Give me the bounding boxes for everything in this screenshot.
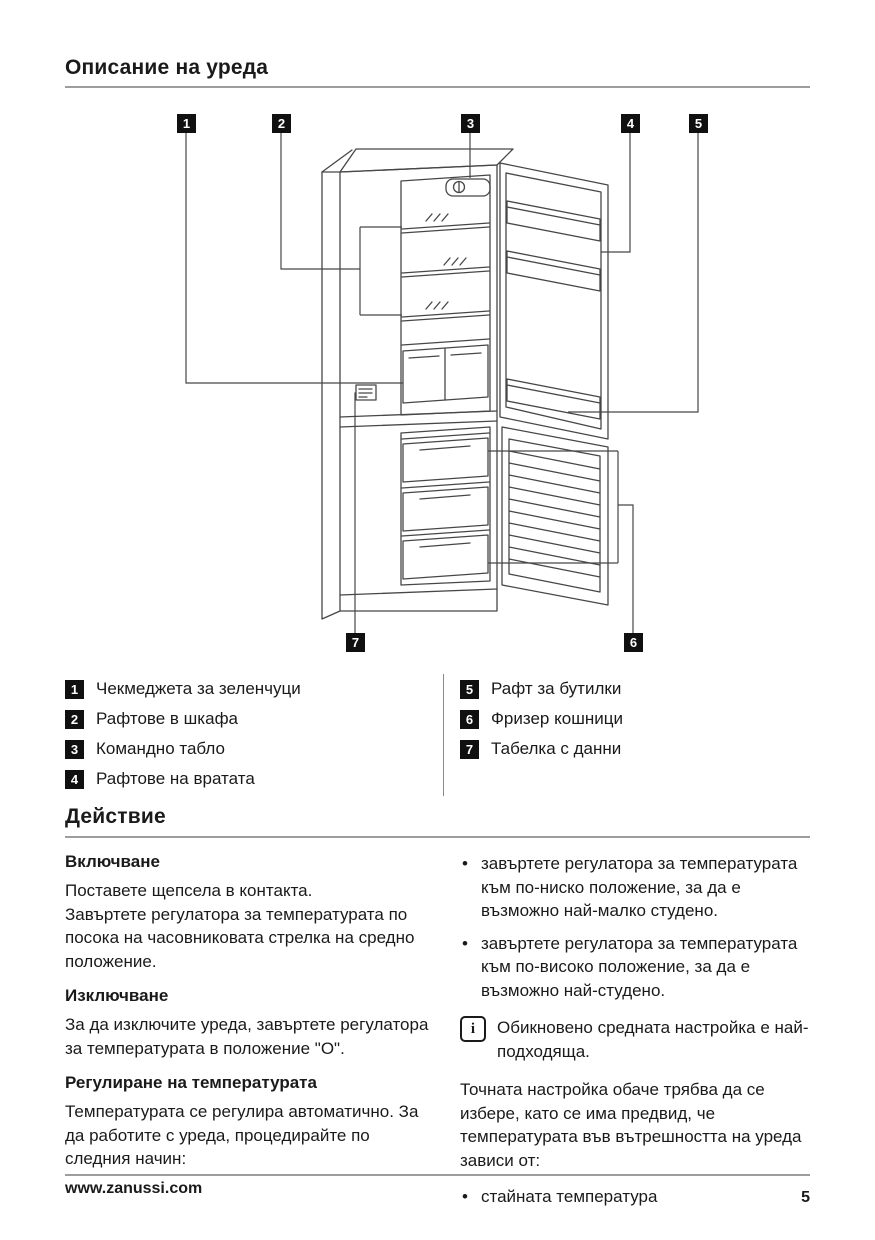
callout-badge-7: 7	[346, 633, 365, 652]
operation-right-column: завъртете регулатора за температурата къ…	[460, 852, 815, 1218]
info-note-text: Обикновено средната настройка е най-подх…	[497, 1018, 809, 1061]
op-paragraph: Точната настройка обаче трябва да се изб…	[460, 1080, 802, 1170]
divider	[65, 836, 810, 838]
callout-badge-5: 5	[689, 114, 708, 133]
op-paragraph: Поставете щепсела в контакта.	[65, 881, 313, 900]
info-note: i Обикновено средната настройка е най-по…	[460, 1016, 815, 1063]
legend-item: 2 Рафтове в шкафа	[65, 704, 443, 734]
operation-columns: Включване Поставете щепсела в контакта. …	[65, 852, 815, 1218]
legend-label: Рафт за бутилки	[491, 679, 622, 698]
legend-number-badge: 4	[65, 769, 84, 789]
legend-item: 5 Рафт за бутилки	[460, 674, 810, 704]
legend-number-badge: 7	[460, 739, 479, 759]
fridge-line-art	[185, 133, 699, 633]
temperature-regulation-heading: Регулиране на температурата	[65, 1073, 317, 1092]
legend-item: 3 Командно табло	[65, 734, 443, 764]
legend-item: 4 Рафтове на вратата	[65, 764, 443, 794]
appliance-diagram: 1 2 3 4 5 7 6	[0, 105, 875, 665]
divider	[65, 86, 810, 88]
legend-item: 7 Табелка с данни	[460, 734, 810, 764]
legend-label: Рафтове на вратата	[96, 769, 255, 788]
callout-badge-4: 4	[621, 114, 640, 133]
fridge-art	[321, 148, 609, 620]
legend-label: Фризер кошници	[491, 709, 623, 728]
page-footer: www.zanussi.com 5	[65, 1174, 810, 1207]
callout-badge-3: 3	[461, 114, 480, 133]
callout-badge-1: 1	[177, 114, 196, 133]
legend-right-column: 5 Рафт за бутилки 6 Фризер кошници 7 Таб…	[443, 674, 810, 796]
callout-badge-6: 6	[624, 633, 643, 652]
op-paragraph: Температурата се регулира автоматично. З…	[65, 1102, 419, 1168]
bullet-item: завъртете регулатора за температурата къ…	[460, 852, 815, 923]
page-title: Описание на уреда	[65, 56, 269, 79]
leader-lines	[185, 133, 699, 633]
callout-badge-2: 2	[272, 114, 291, 133]
legend-number-badge: 2	[65, 709, 84, 729]
op-paragraph: Завъртете регулатора за температурата по…	[65, 904, 415, 971]
switch-on-heading: Включване	[65, 852, 160, 871]
op-paragraph: За да изключите уреда, завъртете регулат…	[65, 1015, 429, 1058]
operation-left-column: Включване Поставете щепсела в контакта. …	[65, 852, 437, 1218]
legend-label: Рафтове в шкафа	[96, 709, 239, 728]
bullet-item: завъртете регулатора за температурата къ…	[460, 932, 815, 1003]
legend-item: 6 Фризер кошници	[460, 704, 810, 734]
diagram-legend: 1 Чекмеджета за зеленчуци 2 Рафтове в шк…	[65, 674, 810, 796]
legend-label: Чекмеджета за зеленчуци	[96, 679, 301, 698]
legend-label: Командно табло	[96, 739, 225, 758]
footer-url: www.zanussi.com	[65, 1180, 203, 1197]
info-icon: i	[460, 1016, 486, 1042]
page-number: 5	[801, 1189, 810, 1206]
legend-number-badge: 6	[460, 709, 479, 729]
legend-number-badge: 3	[65, 739, 84, 759]
legend-item: 1 Чекмеджета за зеленчуци	[65, 674, 443, 704]
legend-left-column: 1 Чекмеджета за зеленчуци 2 Рафтове в шк…	[65, 674, 443, 796]
bullet-item: стайната температура	[460, 1185, 815, 1209]
legend-label: Табелка с данни	[491, 739, 622, 758]
switch-off-heading: Изключване	[65, 986, 169, 1005]
legend-number-badge: 1	[65, 679, 84, 699]
operation-section-title: Действие	[65, 805, 166, 828]
legend-number-badge: 5	[460, 679, 479, 699]
